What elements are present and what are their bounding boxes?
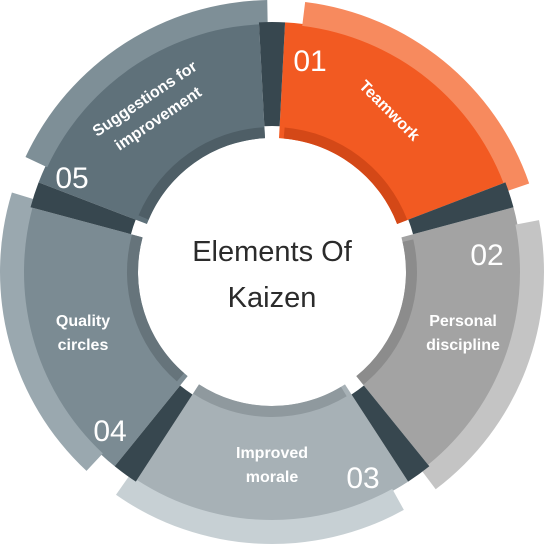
segment-personal-discipline: Personal discipline 02 [356, 207, 544, 490]
segment-number: 05 [55, 162, 88, 195]
segment-label-line: discipline [426, 337, 500, 354]
segment-label-line: Quality [56, 313, 110, 330]
center-disc [144, 144, 400, 400]
segment-body [279, 22, 506, 224]
segment-label: Quality circles [56, 313, 110, 354]
segment-number: 02 [470, 239, 503, 272]
segment-outer-rim [421, 220, 544, 490]
segment-divider [408, 182, 514, 235]
segment-body [22, 207, 188, 467]
segment-divider [258, 21, 286, 127]
segment-improved-morale: Improved morale 03 [115, 384, 409, 545]
segment-inner-shade [283, 127, 408, 224]
center-circle: Elements Of Kaizen [144, 144, 400, 400]
segment-divider [351, 385, 430, 482]
segment-body [356, 207, 522, 467]
segment-label: Personal discipline [426, 313, 500, 354]
center-title-line-2: Kaizen [228, 282, 317, 314]
segment-body [135, 384, 409, 523]
segment-inner-shade [138, 127, 265, 220]
segment-outer-rim [25, 0, 268, 168]
segment-label-line: circles [58, 337, 109, 354]
segment-outer-rim [0, 192, 103, 471]
segment-outer-rim [115, 475, 404, 545]
segment-number: 04 [93, 415, 126, 448]
segment-number: 01 [293, 45, 326, 78]
segment-quality-circles: Quality circles 04 [0, 192, 188, 471]
segment-label-line: Personal [429, 313, 497, 330]
segment-divider [114, 385, 193, 482]
segment-divider [30, 182, 136, 235]
segment-inner-shade [356, 239, 417, 385]
segment-label: Improved morale [236, 445, 308, 486]
segment-number: 03 [346, 462, 379, 495]
segment-label-line: morale [246, 469, 299, 486]
segment-outer-rim [302, 2, 530, 192]
segment-label-line: Improved [236, 445, 308, 462]
segment-inner-shade [126, 234, 185, 382]
segment-inner-shade [193, 384, 347, 418]
center-title-line-1: Elements Of [192, 236, 352, 268]
segment-body [38, 22, 265, 224]
